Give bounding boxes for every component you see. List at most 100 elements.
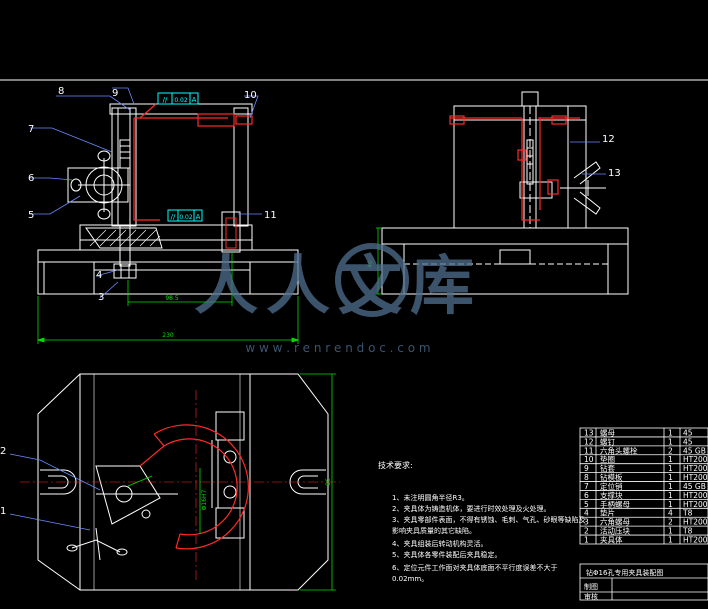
bom-cell: 13 [584, 428, 594, 437]
plan-centerlines [20, 390, 340, 580]
callout-2: 2 [0, 446, 6, 457]
callout-10: 10 [244, 90, 257, 101]
bom-cell: HT200 [683, 455, 708, 464]
bom-cell: 7 [584, 482, 589, 491]
dim-side-height: 40 [367, 260, 374, 268]
bom-cell: HT200 [683, 491, 708, 500]
bom-cell: T8 [682, 509, 693, 518]
watermark-url: w w w . r e n r e n d o c . c o m [245, 341, 430, 355]
bom-cell: 2 [668, 446, 673, 455]
bom-cell: 活动压块 [600, 526, 630, 536]
tol-top-symbol: // [163, 96, 168, 104]
bom-cell: 4 [584, 509, 589, 518]
callout-3: 3 [98, 292, 104, 303]
bom-cell: 钻套 [600, 463, 615, 473]
note-line-5: 4、夹具组装后转动机构灵活。 [392, 539, 487, 548]
note-line-4: 影响夹具质量的其它缺陷。 [392, 526, 476, 535]
bom-cell: 夹具体 [600, 535, 623, 545]
callout-9: 9 [112, 88, 118, 99]
tol-mid-symbol: // [171, 213, 176, 221]
bom-cell: 1 [668, 473, 673, 482]
technical-notes: 技术要求: 1、未注明圆角半径R3。 2、夹具体为铸造机体，要进行时效处理及火处… [378, 460, 585, 583]
watermark-brand: 人人文库 [194, 250, 482, 324]
bom-cell: 45 [683, 428, 693, 437]
bom-cell: T8 [682, 527, 693, 536]
front-dimensions [36, 252, 300, 344]
callout-11: 11 [264, 210, 277, 221]
dim-bore: Φ16H7 [201, 489, 208, 510]
bom-cell: HT200 [683, 536, 708, 545]
bom-cell: 定位销 [600, 481, 623, 491]
bom-cell: 5 [584, 500, 589, 509]
bom-cell: 9 [584, 464, 589, 473]
bom-cell: 六角头螺栓 [600, 445, 638, 455]
callout-8: 8 [58, 86, 64, 97]
tolerance-frame-middle: // 0.02 A [167, 209, 203, 222]
front-body [79, 224, 253, 251]
bom-cell: 6 [584, 491, 589, 500]
bom-cell: 2 [584, 527, 589, 536]
bom-cell: 螺钉 [600, 436, 615, 446]
title-block-footer-a: 制图 [584, 582, 598, 591]
note-line-8: 0.02mm。 [392, 575, 428, 583]
bom-cell: 1 [668, 482, 673, 491]
front-section [85, 227, 163, 249]
bom-cell: 1 [668, 428, 673, 437]
tolerance-frame-top: // 0.02 A [157, 92, 199, 105]
side-body [453, 105, 587, 229]
bom-cell: HT200 [683, 518, 708, 527]
bom-cell: 1 [668, 437, 673, 446]
watermark-emblem [335, 243, 409, 317]
callout-7: 7 [28, 124, 34, 135]
bom-cell: 45 [683, 437, 693, 446]
notes-title: 技术要求: [378, 460, 413, 470]
bom-cell: 1 [668, 536, 673, 545]
bom-cell: HT200 [683, 464, 708, 473]
bom-cell: 1 [668, 455, 673, 464]
plan-outline [37, 373, 329, 591]
dim-overall-width: 230 [162, 332, 174, 339]
bom-cell: 1 [668, 491, 673, 500]
bom-cell: 45 GB [683, 482, 706, 491]
bom-cell: HT200 [683, 500, 708, 509]
bom-cell: 1 [668, 500, 673, 509]
bom-cell: 4 [668, 509, 673, 518]
note-line-3: 3、夹具零部件表面，不得有锈蚀、毛刺、气孔、砂眼等缺陷及 [392, 515, 585, 524]
side-red-part [449, 115, 580, 221]
bom-cell: 1 [668, 464, 673, 473]
bom-cell: 垫片 [600, 508, 615, 518]
front-callouts: 8 7 6 5 9 10 11 4 3 [28, 86, 277, 303]
bill-of-materials [579, 427, 708, 601]
bom-cell: 垫圈 [600, 454, 615, 464]
watermark: 人人文库 w w w . r e n r e n d o c . c o m [194, 243, 482, 355]
side-callouts: 12 13 [602, 134, 621, 179]
title-block-name: 钻Φ16孔专用夹具装配图 [586, 568, 663, 577]
plan-leaders [9, 453, 101, 531]
title-block-footer-b: 审核 [584, 592, 598, 601]
tol-top-value: 0.02 [174, 97, 188, 104]
side-leaders [570, 141, 606, 175]
callout-12: 12 [602, 134, 615, 145]
bom-cell: HT200 [683, 473, 708, 482]
plan-dimensions [127, 373, 336, 591]
bom-cell: 钻模板 [600, 472, 623, 482]
bom-cell: 2 [668, 518, 673, 527]
note-line-6: 5、夹具体各零件装配后夹具稳定。 [392, 550, 501, 559]
bom-cell: 45 GB [683, 446, 706, 455]
side-dimensions [376, 227, 382, 295]
note-line-1: 1、未注明圆角半径R3。 [392, 493, 469, 502]
dim-plan-height: 86 [325, 478, 332, 486]
bom-cell: 1 [584, 536, 589, 545]
tol-top-datum: A [192, 96, 197, 104]
note-line-2: 2、夹具体为铸造机体，要进行时效处理及火处理。 [392, 504, 550, 513]
tol-mid-value: 0.02 [179, 214, 193, 221]
bom-cell: 8 [584, 473, 589, 482]
tol-mid-datum: A [196, 213, 201, 221]
bom-cell: 1 [668, 527, 673, 536]
bom-cell: 11 [584, 446, 594, 455]
callout-6: 6 [28, 173, 34, 184]
front-view [37, 103, 299, 295]
callout-13: 13 [608, 168, 621, 179]
